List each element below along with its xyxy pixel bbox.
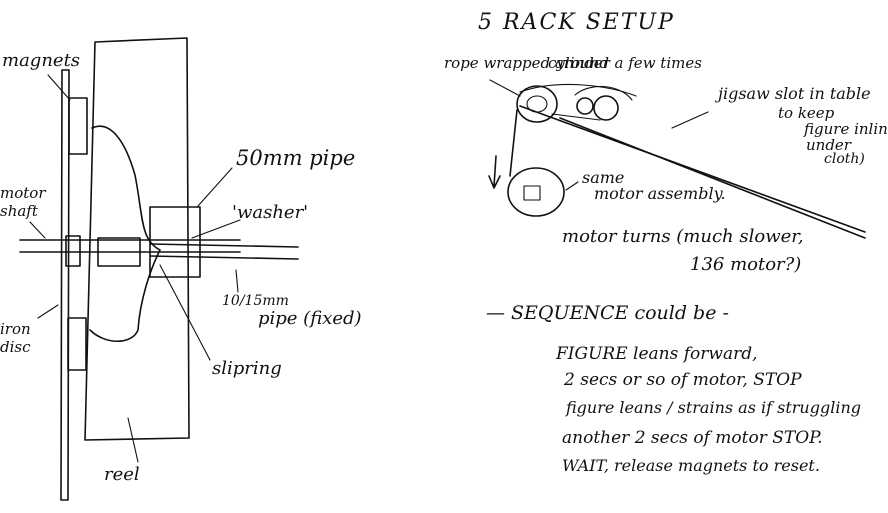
- label-jigsaw-3: figure inline: [804, 120, 888, 138]
- reel-mechanism: [19, 37, 299, 501]
- magnet-top: [68, 97, 88, 155]
- label-small-pipe-1: 10/15mm: [222, 293, 289, 309]
- leader-reel: [127, 417, 139, 463]
- rack-setup-diagram: [488, 79, 866, 239]
- iron-disc: [60, 69, 70, 501]
- motor-assembly-core: [523, 185, 541, 201]
- leader-iron-disc: [37, 304, 59, 319]
- leader-50mm-pipe: [197, 167, 233, 207]
- leader-motor-shaft: [29, 221, 46, 239]
- pulley-1: [576, 97, 594, 115]
- label-motor-shaft-1: motor: [0, 184, 46, 202]
- leader-rope: [489, 79, 521, 97]
- label-rope-2: cylinder a few times: [548, 54, 702, 72]
- label-washer: 'washer': [232, 202, 309, 223]
- leader-slipring: [159, 264, 211, 361]
- leader-washer: [191, 219, 241, 239]
- magnet-bottom: [67, 317, 87, 371]
- leader-jigsaw: [671, 111, 709, 129]
- label-same-1: same: [582, 168, 625, 187]
- rope-cylinder: [516, 85, 558, 123]
- small-pipe-top: [149, 243, 299, 248]
- label-motor-turns-1: motor turns (much slower,: [562, 226, 804, 247]
- rack-setup-title: 5 RACK SETUP: [478, 10, 675, 35]
- label-motor-shaft-2: shaft: [0, 202, 38, 220]
- motor-assembly: [507, 167, 565, 217]
- label-magnets: magnets: [2, 50, 81, 71]
- label-rope-1: rope wrapped around: [444, 54, 609, 72]
- leader-magnets: [47, 74, 71, 101]
- label-motor-turns-2: 136 motor?): [690, 254, 802, 275]
- down-arrow: [488, 155, 501, 189]
- label-slipring: slipring: [212, 358, 282, 379]
- label-iron-disc-2: disc: [0, 338, 31, 356]
- small-pipe-bottom: [149, 255, 299, 260]
- jigsaw-slot: [519, 105, 866, 233]
- jigsaw-slot-2: [559, 117, 866, 239]
- shaft-hub: [65, 235, 81, 267]
- leader-small-pipe: [235, 269, 239, 293]
- sequence-heading: — SEQUENCE could be -: [486, 302, 729, 324]
- label-small-pipe-2: pipe (fixed): [258, 308, 362, 329]
- sequence-line-2: 2 secs or so of motor, STOP: [564, 370, 802, 390]
- sequence-line-4: another 2 secs of motor STOP.: [562, 428, 823, 448]
- leader-same-motor: [565, 181, 579, 191]
- sequence-line-3: figure leans / strains as if struggling: [566, 398, 861, 417]
- label-reel: reel: [104, 464, 140, 485]
- rope-wrap: [519, 83, 637, 121]
- label-jigsaw-4: under: [806, 136, 851, 154]
- pulley-2: [593, 95, 619, 121]
- label-jigsaw-5: cloth): [824, 151, 865, 167]
- pipe-50mm-block: [149, 206, 201, 278]
- sequence-line-1: FIGURE leans forward,: [556, 344, 758, 364]
- label-50mm-pipe: 50mm pipe: [236, 146, 356, 170]
- sequence-line-5: WAIT, release magnets to reset.: [562, 456, 820, 475]
- label-iron-disc-1: iron: [0, 320, 31, 338]
- shaft-collar: [97, 237, 141, 267]
- label-same-2: motor assembly.: [594, 184, 726, 203]
- label-jigsaw-1: jigsaw slot in table: [718, 84, 871, 103]
- rope-curve: [89, 125, 161, 342]
- label-jigsaw-2: to keep: [778, 104, 835, 122]
- reel-body: [84, 37, 190, 441]
- pulley-arc: [574, 85, 633, 101]
- rope-down: [509, 109, 518, 177]
